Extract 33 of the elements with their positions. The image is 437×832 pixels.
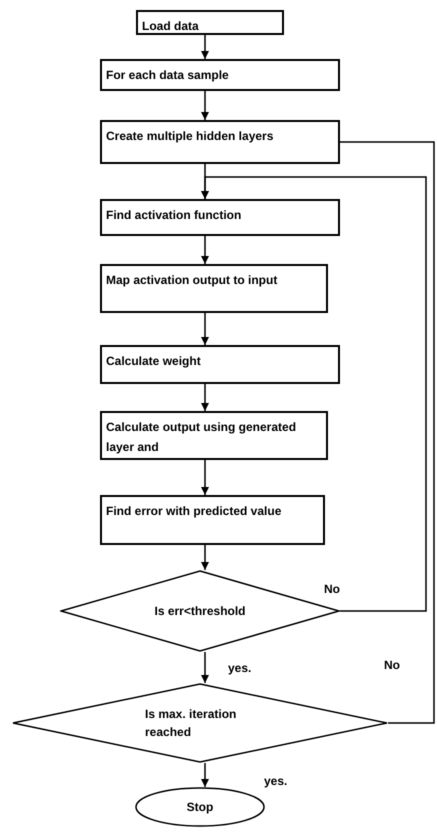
arrow	[201, 460, 209, 495]
arrow	[201, 384, 209, 411]
arrow	[201, 176, 427, 612]
decision-diamond	[12, 683, 388, 763]
arrow	[201, 652, 209, 683]
arrow	[201, 236, 209, 264]
node-text: Is err<threshold	[154, 603, 246, 620]
process-box	[136, 10, 284, 35]
arrow	[201, 35, 209, 59]
node-text: Create multiple hidden layers	[106, 128, 274, 145]
arrow	[201, 545, 209, 570]
process-box	[100, 59, 340, 91]
process-box	[100, 411, 328, 460]
node-text: For each data sample	[106, 67, 230, 84]
node-text: Is max. iteration reached	[145, 706, 238, 741]
process-box	[100, 199, 340, 236]
decision-diamond	[60, 570, 340, 652]
node-text: Stop	[186, 799, 214, 816]
process-box	[100, 495, 325, 545]
process-box	[100, 120, 340, 164]
terminal-ellipse	[135, 787, 265, 827]
node-text: Find activation function	[106, 207, 242, 224]
process-box	[100, 345, 340, 384]
arrow	[201, 91, 209, 120]
arrow	[201, 763, 209, 787]
node-text: Find error with predicted value	[106, 503, 282, 520]
node-text: Map activation output to input	[106, 272, 278, 289]
connector-line	[340, 141, 435, 724]
process-box	[100, 264, 328, 313]
node-text: Load data	[142, 18, 200, 35]
node-text: Calculate weight	[106, 353, 202, 370]
arrow	[201, 313, 209, 345]
node-text: Calculate output using generated layer and	[106, 419, 298, 456]
